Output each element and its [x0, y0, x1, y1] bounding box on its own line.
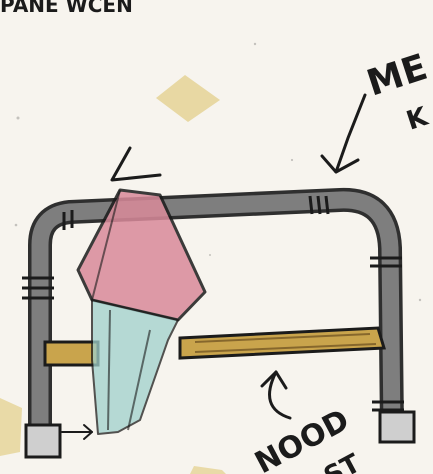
left-foot — [26, 425, 60, 457]
tape-mark-left — [0, 398, 22, 456]
wood-rail-left — [45, 342, 98, 365]
right-foot — [380, 412, 414, 442]
top-text-label: PANE WCEN — [0, 0, 133, 17]
top-text: PANE WCEN — [0, 0, 133, 17]
